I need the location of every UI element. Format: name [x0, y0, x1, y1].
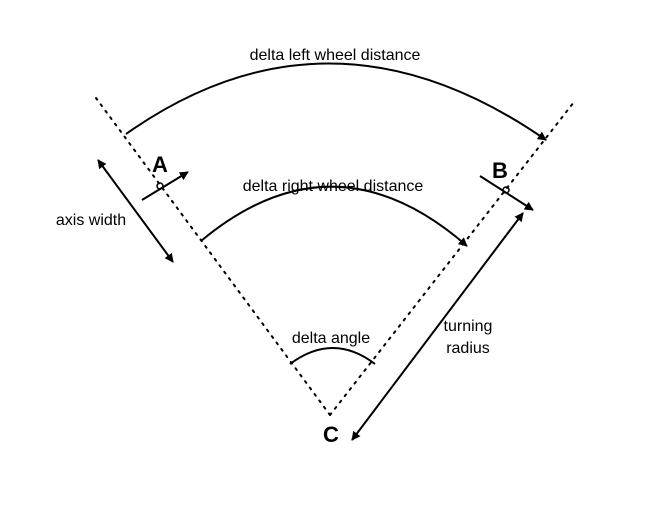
left-ray-dotted	[95, 97, 331, 416]
point-a-direction-arrow	[141, 171, 189, 201]
axis-width-arrow	[97, 159, 174, 263]
left-wheel-label: delta left wheel distance	[250, 47, 421, 64]
point-b-label: B	[492, 158, 508, 183]
delta-angle-label: delta angle	[292, 330, 370, 347]
turning-radius-label-line2: radius	[446, 340, 490, 357]
turning-radius-label-line1: turning	[444, 318, 493, 335]
right-ray-dotted	[329, 101, 575, 416]
turning-radius-arrow	[351, 212, 524, 441]
right-wheel-arc	[200, 185, 468, 247]
right-wheel-label: delta right wheel distance	[243, 178, 424, 195]
point-b-direction-arrow	[479, 175, 534, 211]
point-c-label: C	[323, 422, 339, 447]
delta-angle-arc	[289, 347, 376, 365]
left-wheel-arc	[125, 62, 547, 141]
point-a-label: A	[152, 152, 168, 177]
axis-width-label: axis width	[56, 212, 126, 229]
